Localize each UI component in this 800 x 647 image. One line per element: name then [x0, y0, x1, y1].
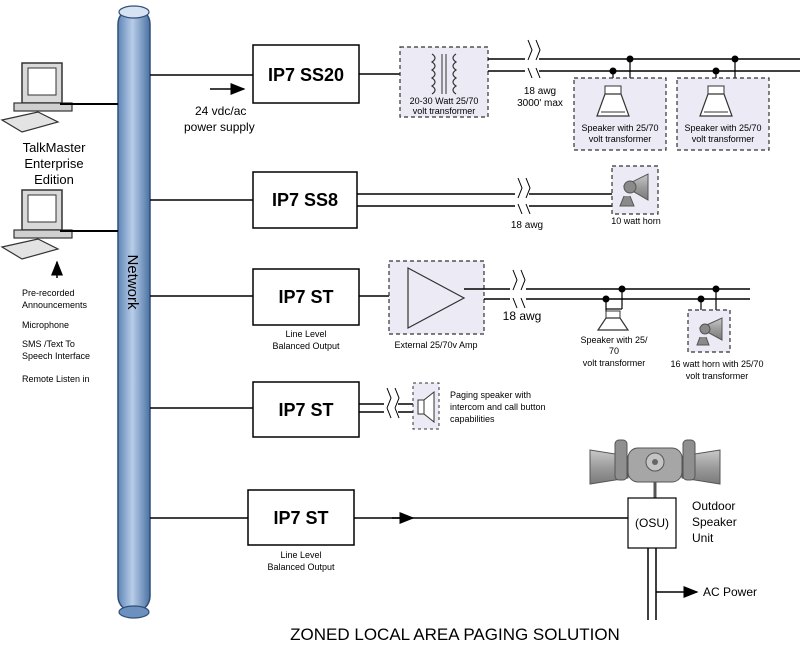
svg-text:Remote Listen in: Remote Listen in	[22, 374, 90, 384]
osu-box	[627, 497, 677, 549]
speaker3-label: Speaker with 25/	[580, 335, 648, 345]
horn10-label: 10 watt horn	[611, 216, 661, 226]
svg-text:Announcements: Announcements	[22, 300, 88, 310]
network-label: Network	[124, 254, 141, 310]
transformer-label-2: volt transformer	[413, 106, 476, 116]
ext-amp-label: External 25/70v Amp	[394, 340, 477, 350]
line-level2-label: Line Level	[280, 550, 321, 560]
speaker2-label: Speaker with 25/70	[684, 123, 761, 133]
device-ip7-st-1-label: IP7 ST	[278, 287, 333, 307]
device-ip7-st-3	[247, 489, 355, 546]
speaker2-label-2: volt transformer	[692, 134, 755, 144]
svg-text:Speech Interface: Speech Interface	[22, 351, 90, 361]
device-ip7-ss20-label: IP7 SS20	[268, 65, 344, 85]
wire-break-icon	[510, 269, 526, 309]
amplifier-icon	[388, 260, 485, 335]
paging-speaker-icon	[412, 382, 440, 430]
wire-break-icon	[384, 387, 400, 419]
wire-break-icon	[525, 39, 541, 79]
speaker-icon	[676, 77, 770, 151]
page-title: ZONED LOCAL AREA PAGING SOLUTION	[290, 625, 620, 644]
outdoor-horn-icon	[589, 439, 721, 498]
svg-text:Enterprise: Enterprise	[24, 156, 83, 171]
osu-label: (OSU)	[635, 516, 669, 530]
speaker3-label-3: volt transformer	[583, 358, 646, 368]
transformer-label: 20-30 Watt 25/70	[410, 96, 479, 106]
svg-text:SMS /Text To: SMS /Text To	[22, 339, 75, 349]
wire-break-icon	[515, 177, 531, 215]
ac-power-label: AC Power	[703, 585, 757, 599]
line-level-label-2: Balanced Output	[272, 341, 340, 351]
outdoor-label-3: Unit	[692, 531, 714, 545]
line-level2-label-2: Balanced Output	[267, 562, 335, 572]
talkmaster-label: TalkMaster Enterprise Edition	[23, 140, 87, 187]
device-ip7-ss8-label: IP7 SS8	[272, 190, 338, 210]
paging-label-2: intercom and call button	[450, 402, 546, 412]
awg-label-row2: 18 awg	[511, 220, 543, 231]
speaker3-label-2: 70	[609, 346, 619, 356]
computer-icon	[0, 62, 73, 133]
computer-icon	[0, 189, 73, 260]
speaker1-label: Speaker with 25/70	[581, 123, 658, 133]
svg-text:Microphone: Microphone	[22, 320, 69, 330]
features-list: Pre-recorded Announcements Microphone SM…	[22, 288, 90, 384]
device-ip7-st-2	[252, 381, 360, 438]
device-ip7-st-3-label: IP7 ST	[273, 508, 328, 528]
power-supply-label: 24 vdc/ac	[195, 104, 246, 118]
power-supply-label-2: power supply	[184, 120, 255, 134]
device-ip7-st-2-label: IP7 ST	[278, 400, 333, 420]
awg-label-row1: 18 awg	[524, 86, 556, 97]
speaker-icon	[573, 77, 667, 151]
paging-label: Paging speaker with	[450, 390, 531, 400]
max-length-label: 3000' max	[517, 98, 563, 109]
svg-text:Pre-recorded: Pre-recorded	[22, 288, 75, 298]
line-level-label: Line Level	[285, 329, 326, 339]
svg-text:Edition: Edition	[34, 172, 74, 187]
horn-icon	[611, 165, 659, 215]
transformer-icon	[399, 46, 489, 118]
network-backbone: Network	[117, 5, 151, 619]
outdoor-label-2: Speaker	[692, 515, 737, 529]
device-ip7-ss20	[252, 44, 360, 104]
outdoor-label: Outdoor	[692, 499, 735, 513]
device-ip7-st-1	[252, 268, 360, 326]
speaker-icon	[596, 310, 630, 331]
horn-icon	[687, 309, 731, 353]
device-ip7-ss8	[252, 171, 358, 229]
speaker1-label-2: volt transformer	[589, 134, 652, 144]
paging-label-3: capabilities	[450, 414, 495, 424]
horn16-label: 16 watt horn with 25/70	[670, 359, 763, 369]
svg-text:TalkMaster: TalkMaster	[23, 140, 87, 155]
awg-label-row3: 18 awg	[503, 309, 542, 323]
horn16-label-2: volt transformer	[686, 371, 749, 381]
